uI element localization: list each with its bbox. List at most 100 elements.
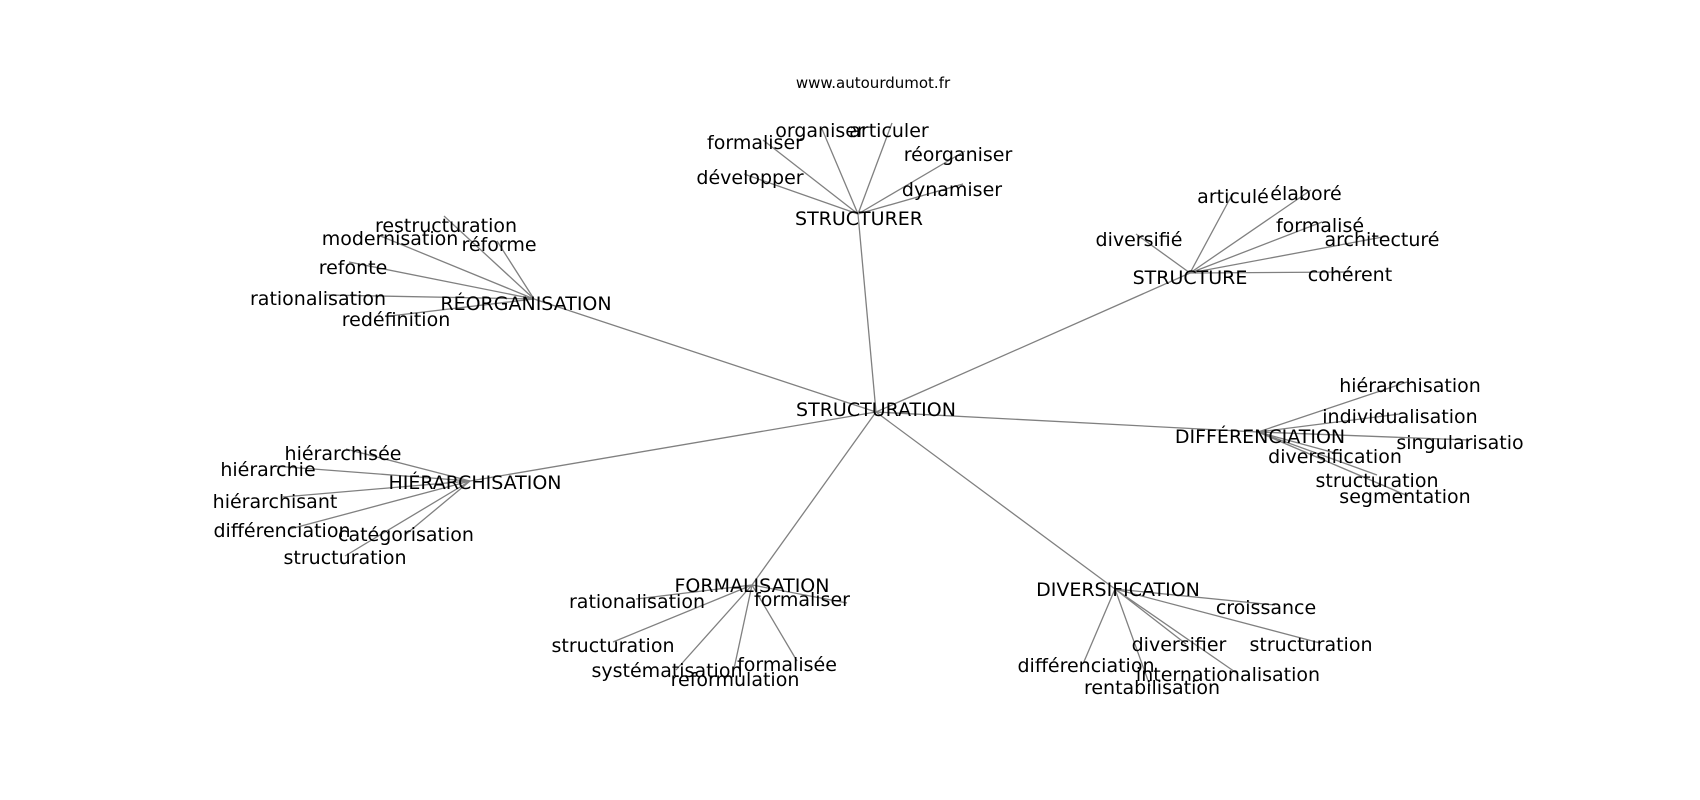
edge-hub-to-word xyxy=(1189,189,1312,274)
edge-hub-to-word xyxy=(1257,431,1470,441)
hub-node: DIFFÉRENCIATION xyxy=(1175,425,1345,448)
edge-hub-to-word xyxy=(1082,588,1116,665)
edge-hub-to-word xyxy=(1135,233,1191,274)
word-node: articuler xyxy=(849,120,929,142)
edge-hub-to-word xyxy=(1114,588,1151,687)
word-node: rentabilisation xyxy=(1084,677,1220,699)
word-node: hiérarchie xyxy=(220,459,315,481)
edge-center-to-hub xyxy=(875,411,1116,590)
word-node: hiérarchisation xyxy=(1339,375,1481,397)
word-node: hiérarchisant xyxy=(213,491,338,513)
edge-hub-to-word xyxy=(1114,588,1276,606)
edge-hub-to-word xyxy=(348,261,535,300)
edge-hub-to-word xyxy=(1257,431,1409,497)
edge-hub-to-word xyxy=(1257,413,1401,433)
edge-hub-to-word xyxy=(443,215,535,300)
hub-node: DIVERSIFICATION xyxy=(1036,579,1200,601)
word-node: formaliser xyxy=(754,589,850,611)
edge-hub-to-word xyxy=(675,584,753,671)
edge-hub-to-word xyxy=(762,139,859,215)
center-node: STRUCTURATION xyxy=(796,399,956,421)
edge-hub-to-word xyxy=(751,584,848,604)
edge-hub-to-word xyxy=(1114,588,1239,675)
word-node: hiérarchisée xyxy=(285,443,402,465)
word-node: diversifier xyxy=(1132,634,1227,656)
word-node: diversification xyxy=(1268,446,1402,468)
hub-node: FORMALISATION xyxy=(675,575,830,597)
edge-hub-to-word xyxy=(1189,221,1323,274)
word-node: segmentation xyxy=(1339,486,1470,508)
labels-layer: www.autourdumot.fr STRUCTURATION formali… xyxy=(213,74,1524,699)
word-node: architecturé xyxy=(1325,229,1440,251)
word-node: systématisation xyxy=(592,660,743,682)
edge-hub-to-word xyxy=(635,584,753,600)
word-node: réforme xyxy=(461,234,536,256)
hub-node: RÉORGANISATION xyxy=(440,292,611,315)
word-node: rationalisation xyxy=(569,591,705,613)
word-node: réorganiser xyxy=(904,144,1013,166)
hub-node: STRUCTURE xyxy=(1133,267,1248,289)
edge-hub-to-word xyxy=(289,480,471,530)
word-node: refonte xyxy=(319,257,388,279)
word-node: formalisé xyxy=(1276,215,1364,237)
edge-hub-to-word xyxy=(857,183,964,215)
edge-hub-to-word xyxy=(1189,192,1234,274)
word-node: modernisation xyxy=(322,228,459,250)
edge-center-to-hub xyxy=(875,272,1191,413)
word-node: articulé xyxy=(1197,186,1269,208)
word-node: différenciation xyxy=(1017,655,1154,677)
edge-hub-to-word xyxy=(612,584,753,643)
word-node: internationalisation xyxy=(1136,664,1320,686)
word-node: développer xyxy=(696,167,803,189)
edge-hub-to-word xyxy=(325,294,535,300)
edge-hub-to-word xyxy=(821,128,859,215)
hub-node: STRUCTURER xyxy=(795,208,923,230)
word-node: organiser xyxy=(775,120,865,142)
edge-hub-to-word xyxy=(1257,431,1378,476)
word-node: cohérent xyxy=(1308,264,1392,286)
word-node: rationalisation xyxy=(250,288,386,310)
edge-hub-to-word xyxy=(751,584,798,662)
hub-node: HIÉRARCHISATION xyxy=(388,471,561,494)
edge-hub-to-word xyxy=(1114,588,1321,644)
edge-hub-to-word xyxy=(1189,271,1353,274)
edge-center-to-hub xyxy=(875,411,1259,433)
word-node: structuration xyxy=(284,547,407,569)
edge-hub-to-word xyxy=(857,150,966,215)
word-node: structuration xyxy=(1250,634,1373,656)
edge-hub-to-word xyxy=(731,584,753,679)
word-node: diversifié xyxy=(1096,229,1183,251)
edge-center-to-hub xyxy=(751,411,877,586)
word-node: individualisation xyxy=(1322,406,1477,428)
word-node: formaliser xyxy=(707,132,803,154)
source-label: www.autourdumot.fr xyxy=(796,74,951,92)
edges-layer xyxy=(273,122,1470,687)
edge-hub-to-word xyxy=(404,480,471,536)
word-node: formalisée xyxy=(737,654,837,676)
word-node: différenciation xyxy=(213,520,350,542)
edge-hub-to-word xyxy=(1114,588,1187,645)
word-node: dynamiser xyxy=(902,179,1002,201)
word-node: élaboré xyxy=(1270,183,1341,205)
edge-hub-to-word xyxy=(345,448,471,482)
edge-hub-to-word xyxy=(377,234,535,300)
edge-hub-to-word xyxy=(282,480,471,498)
edge-hub-to-word xyxy=(496,240,535,300)
edge-hub-to-word xyxy=(1257,381,1408,433)
word-node: structuration xyxy=(1316,470,1439,492)
word-node: restructuration xyxy=(375,215,517,237)
edge-hub-to-word xyxy=(344,480,471,557)
edge-hub-to-word xyxy=(857,122,893,215)
edge-hub-to-word xyxy=(389,298,535,317)
edge-center-to-hub xyxy=(857,213,877,413)
edge-center-to-hub xyxy=(533,298,877,413)
word-node: structuration xyxy=(552,635,675,657)
word-node: croissance xyxy=(1216,597,1316,619)
word-node: singularisatio xyxy=(1396,432,1523,454)
edge-center-to-hub xyxy=(469,411,877,482)
edge-hub-to-word xyxy=(273,465,471,482)
edge-hub-to-word xyxy=(743,173,859,215)
edge-hub-to-word xyxy=(1257,431,1336,454)
word-node: catégorisation xyxy=(338,524,474,546)
